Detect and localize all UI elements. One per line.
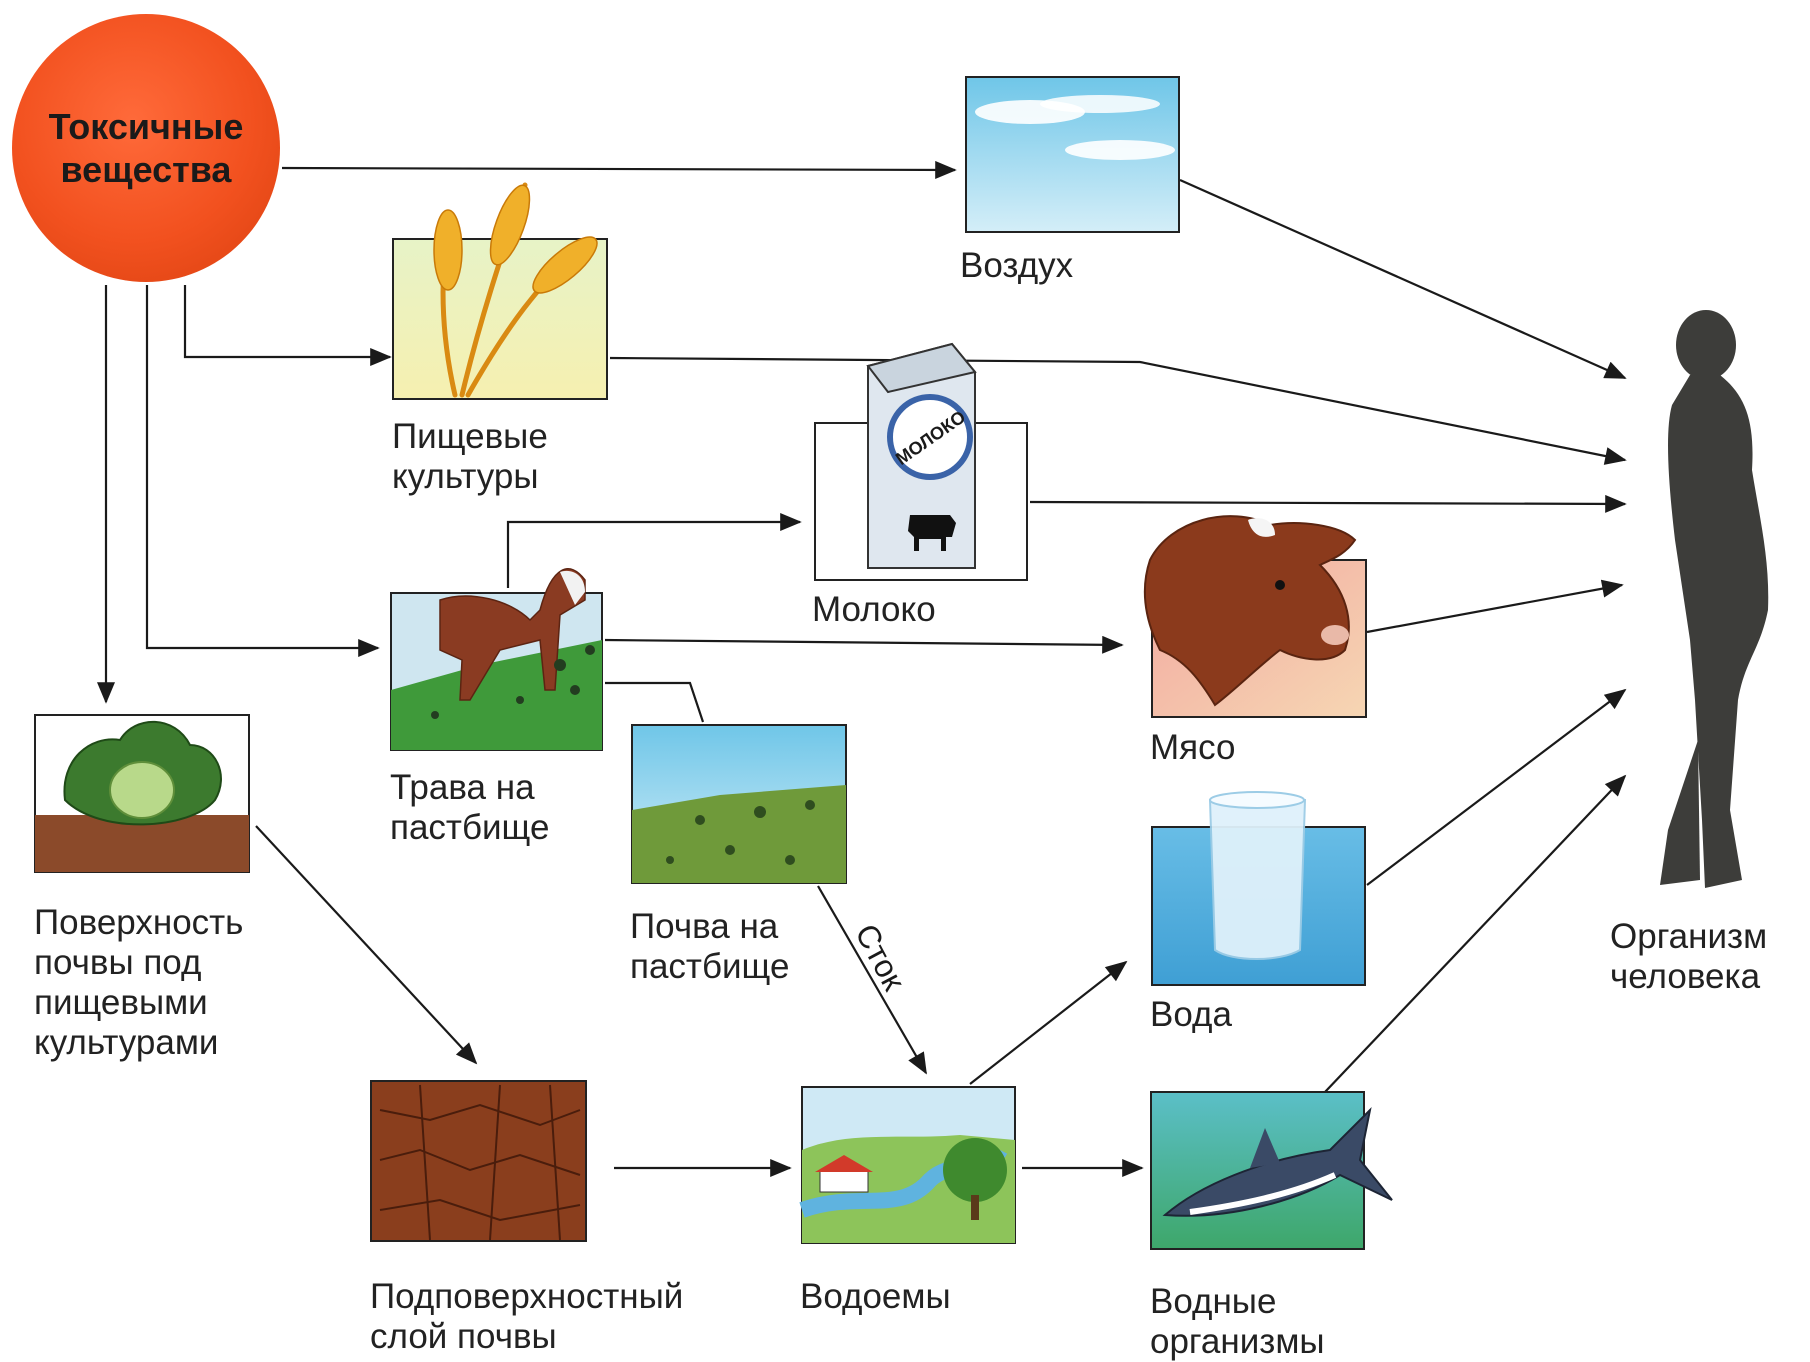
- toxic-substances-node: Токсичные вещества: [12, 14, 280, 282]
- arrow-milk-to-human: [1029, 494, 1627, 513]
- arrow-air-to-human: [1179, 178, 1627, 380]
- air-label: Воздух: [960, 246, 1074, 285]
- human-silhouette: [1660, 310, 1769, 888]
- soil-surface-label: Поверхность почвы под пищевыми культурам…: [34, 903, 244, 1062]
- meat-label: Мясо: [1150, 728, 1236, 767]
- meat-picture: [1143, 515, 1367, 718]
- arrow-source-to-food-crops: [183, 285, 392, 366]
- food-crops-picture: [392, 182, 608, 400]
- water-picture: [1151, 791, 1366, 986]
- water-bodies-label: Водоемы: [800, 1277, 951, 1316]
- arrow-pasture-grass-to-meat: [604, 635, 1124, 654]
- aquatic-organisms-label: Водные организмы: [1150, 1282, 1325, 1361]
- water-label: Вода: [1150, 995, 1232, 1034]
- subsurface-soil-picture: [370, 1080, 587, 1242]
- arrow-water-to-human: [1366, 688, 1627, 886]
- arrow-meat-to-human: [1366, 579, 1624, 634]
- toxic-substances-label: Токсичные вещества: [48, 106, 244, 190]
- milk-label: Молоко: [812, 590, 936, 629]
- pasture-soil-picture: [631, 724, 847, 884]
- water-bodies-picture: [799, 1086, 1016, 1244]
- soil-surface-picture: [34, 714, 250, 873]
- arrow-pasture-soil-to-water-bodies: [817, 885, 927, 1075]
- connector-lines: [97, 160, 1627, 1177]
- aquatic-organisms-picture: [1150, 1091, 1393, 1250]
- pasture-soil-label: Почва на пастбище: [630, 907, 790, 986]
- arrow-aquatic-organisms-to-human: [1324, 774, 1627, 1093]
- line-pasture-grass-to-pasture-soil: [605, 681, 705, 723]
- arrow-food-crops-to-human: [609, 356, 1627, 465]
- arrow-source-to-pasture-grass: [145, 285, 380, 657]
- arrow-pasture-grass-to-milk: [506, 513, 802, 588]
- arrow-water-bodies-to-water: [969, 960, 1128, 1085]
- human-organism-label: Организм человека: [1610, 917, 1768, 996]
- pasture-grass-label: Трава на пастбище: [390, 768, 550, 847]
- air-picture: [965, 76, 1180, 233]
- pasture-grass-picture: [390, 568, 603, 751]
- arrow-source-to-air: [281, 160, 957, 179]
- food-crops-label: Пищевые культуры: [392, 417, 548, 496]
- milk-picture: МОЛОКО: [814, 342, 1028, 581]
- subsurface-soil-label: Подповерхностный слой почвы: [370, 1277, 684, 1356]
- arrow-soil-surface-to-subsurface: [255, 825, 478, 1065]
